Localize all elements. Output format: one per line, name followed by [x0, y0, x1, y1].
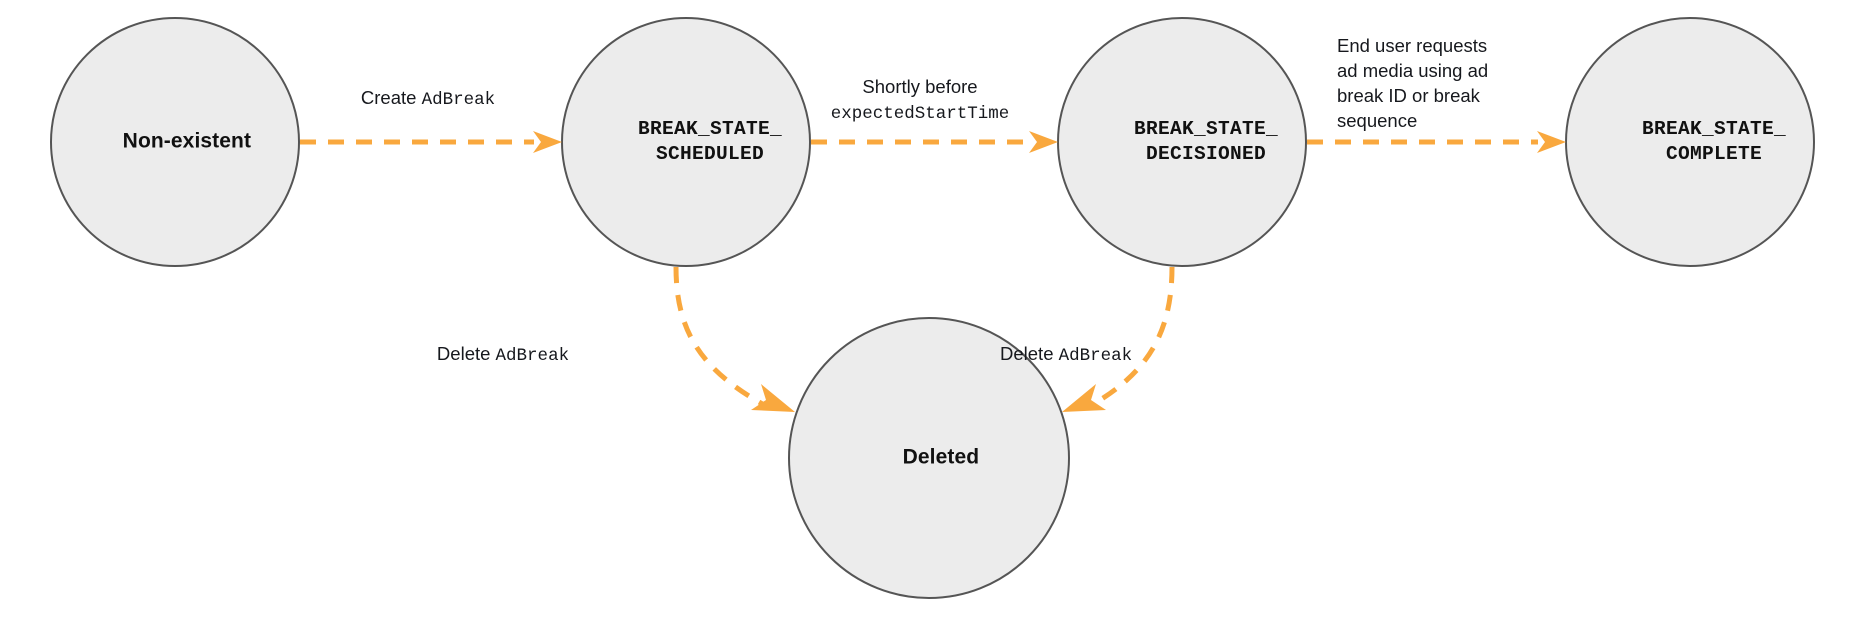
- edge-label-line: break ID or break: [1337, 83, 1488, 108]
- edge-label-line: Shortly before: [831, 74, 1010, 99]
- edge-label-run: AdBreak: [421, 90, 496, 110]
- edge-label-run: expectedStartTime: [830, 104, 1010, 125]
- edge-label-run: break ID or break: [1337, 85, 1480, 107]
- edge-label-line: ad media using ad: [1337, 58, 1488, 83]
- edge-label-run: AdBreak: [495, 346, 570, 366]
- edge-label-run: AdBreak: [1058, 346, 1133, 366]
- edge-shortly-before-expected-start-time[interactable]: [811, 131, 1058, 153]
- edge-label-line: sequence: [1337, 108, 1488, 133]
- edge-label-shortly-before-expected-start-time: Shortly before expectedStartTime: [831, 74, 1010, 127]
- edge-label-line: expectedStartTime: [831, 99, 1010, 127]
- edge-create-adbreak[interactable]: [300, 131, 562, 153]
- node-break-state-scheduled[interactable]: [561, 17, 811, 267]
- edge-label-run: Create: [360, 87, 422, 108]
- edge-label-line: Create AdBreak: [361, 85, 495, 113]
- node-break-state-decisioned[interactable]: [1057, 17, 1307, 267]
- edge-delete-adbreak-from-decisioned[interactable]: [1062, 266, 1175, 412]
- node-non-existent[interactable]: [50, 17, 300, 267]
- edge-label-delete-adbreak-from-decisioned: Delete AdBreak: [1000, 341, 1132, 369]
- edge-label-run: Delete: [1000, 343, 1059, 364]
- edge-label-line: Delete AdBreak: [1000, 341, 1132, 369]
- edge-label-delete-adbreak-from-scheduled: Delete AdBreak: [437, 341, 569, 369]
- node-break-state-complete[interactable]: [1565, 17, 1815, 267]
- edge-label-run: Shortly before: [862, 76, 978, 97]
- edge-label-run: Delete: [436, 343, 496, 364]
- node-deleted[interactable]: [788, 317, 1070, 599]
- edge-label-end-user-requests-ad-media: End user requests ad media using ad break …: [1337, 33, 1488, 134]
- edge-label-line: End user requests: [1337, 33, 1488, 58]
- edge-delete-adbreak-from-scheduled[interactable]: [673, 266, 795, 412]
- edge-label-run: ad media using ad: [1337, 60, 1489, 82]
- edge-end-user-requests-ad-media[interactable]: [1307, 131, 1566, 153]
- edge-label-line: Delete AdBreak: [437, 341, 569, 369]
- edge-label-run: End user requests: [1337, 35, 1488, 56]
- edge-label-run: sequence: [1337, 110, 1418, 132]
- edge-label-create-adbreak: Create AdBreak: [361, 85, 495, 113]
